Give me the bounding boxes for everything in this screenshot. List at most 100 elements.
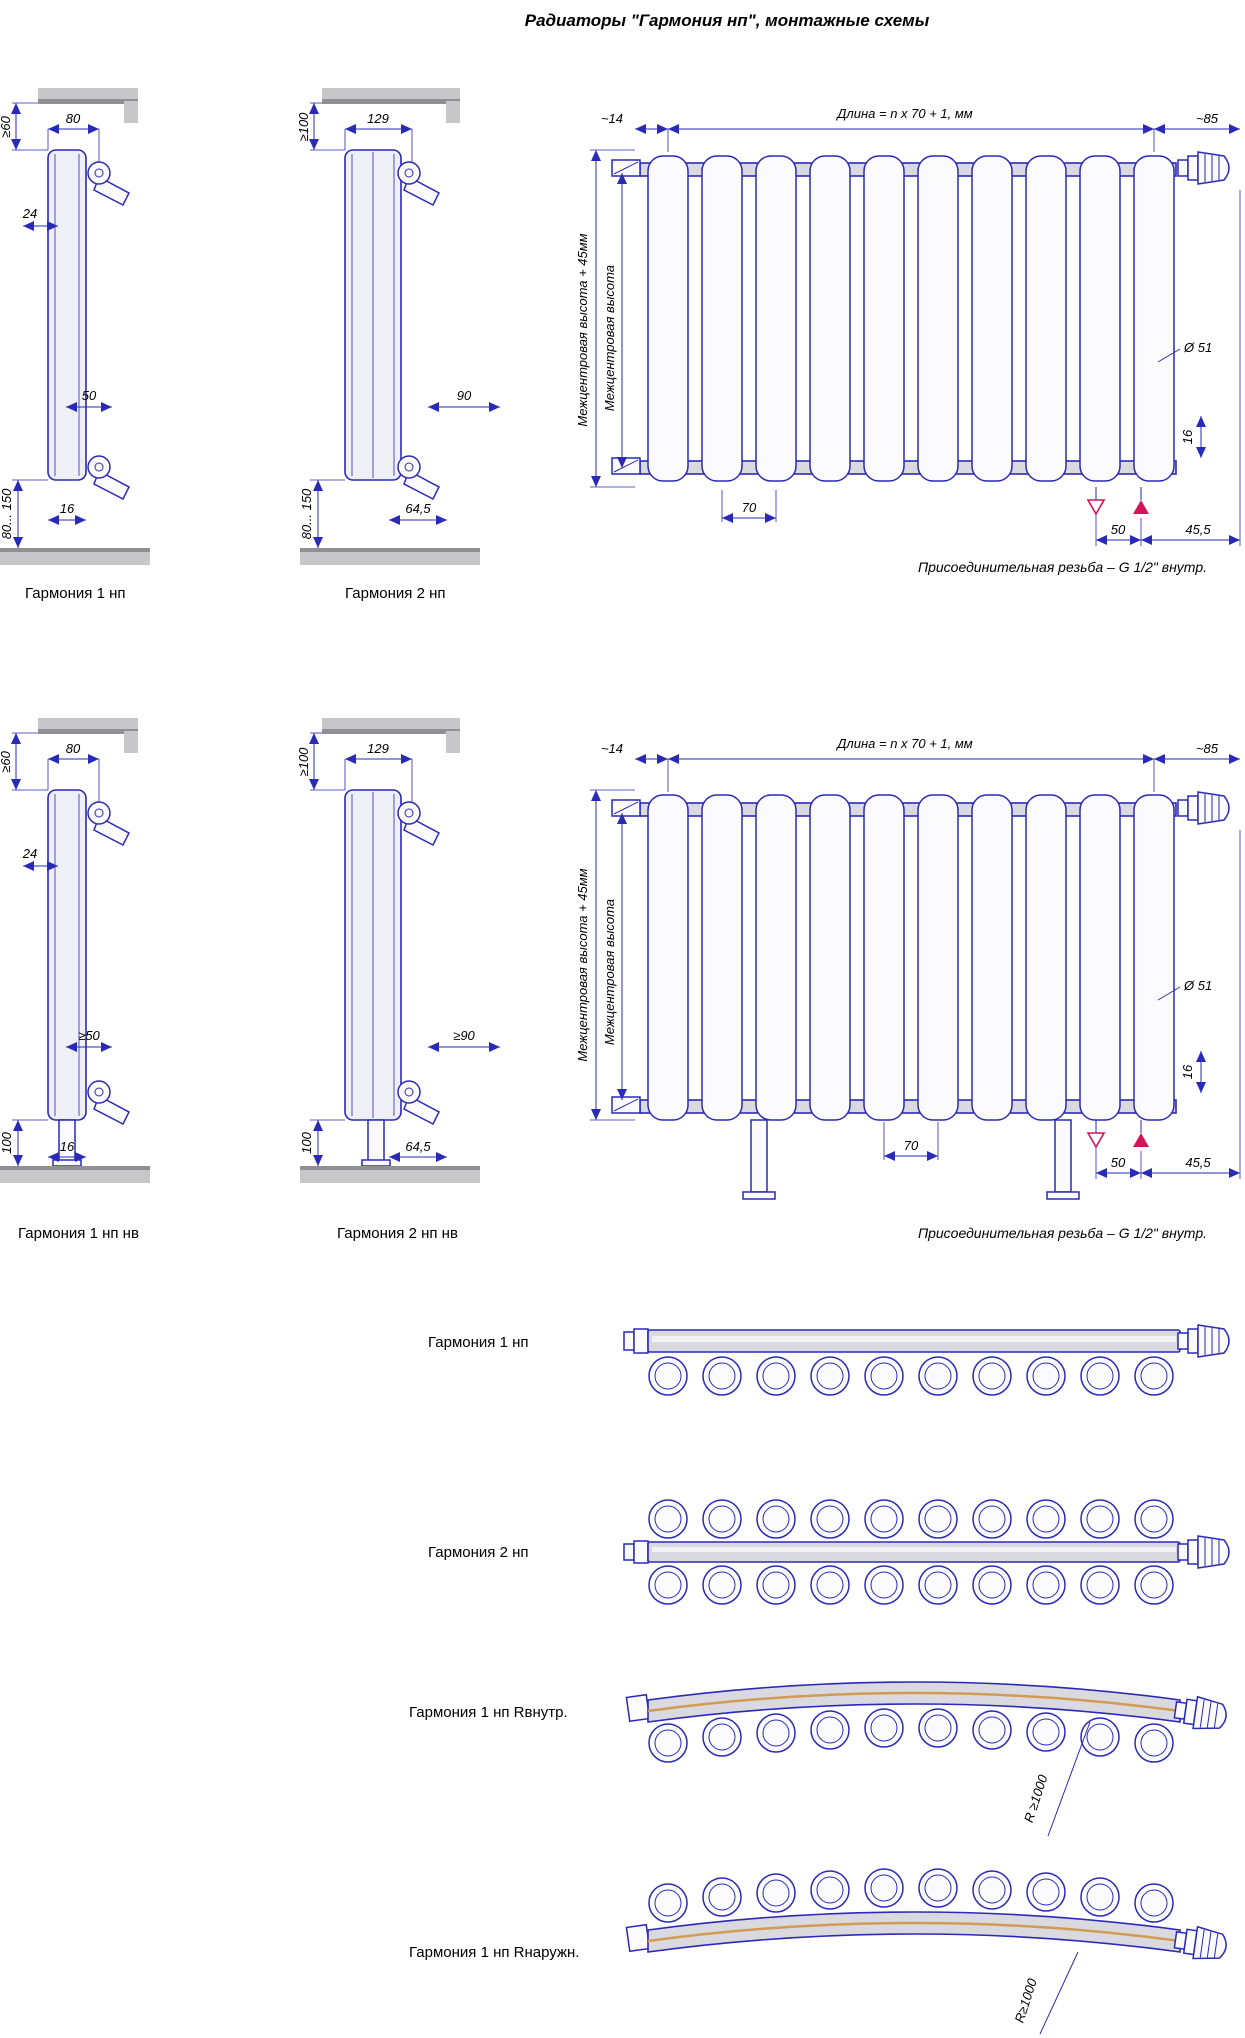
collector-highlight bbox=[647, 1921, 1181, 1943]
thread-note: Присоединительная резьба – G 1/2" внутр. bbox=[918, 559, 1207, 575]
vlabel-center-height: Межцентровая высота bbox=[602, 899, 617, 1045]
dim-radius: R ≥1000 bbox=[1021, 1772, 1051, 1824]
dim-50: 50 bbox=[1111, 1155, 1126, 1170]
radiator-column bbox=[47, 789, 87, 1121]
drain-valve-icon bbox=[1086, 499, 1106, 516]
valve-head bbox=[1177, 1535, 1230, 1569]
dim-tube-width: 16 bbox=[1180, 429, 1195, 444]
wall-bracket-top bbox=[397, 801, 440, 846]
sill bbox=[322, 88, 460, 101]
dim-length-formula: Длина = n x 70 + 1, мм bbox=[835, 106, 973, 121]
dim-clearance: ≥60 bbox=[0, 750, 13, 772]
vlabel-height-plus45: Межцентровая высота + 45мм bbox=[575, 868, 590, 1061]
valve-head bbox=[1172, 1693, 1229, 1734]
dim-depth: ≥90 bbox=[453, 1028, 475, 1043]
top-view-1np-r-outer: Гармония 1 нп Rнаружн. R≥1000 bbox=[409, 1868, 1229, 2035]
dim-offset: 24 bbox=[22, 846, 37, 861]
drain-valve-icon bbox=[1086, 1132, 1106, 1149]
dim-45-5: 45,5 bbox=[1185, 1155, 1211, 1170]
dim-clearance: ≥100 bbox=[296, 747, 311, 777]
sill bbox=[38, 88, 138, 101]
wall-bracket-bottom bbox=[397, 455, 440, 500]
dim-50: 50 bbox=[1111, 522, 1126, 537]
top-view-2np: Гармония 2 нп bbox=[428, 1499, 1230, 1605]
floor bbox=[0, 552, 150, 565]
dim-width: 129 bbox=[367, 741, 389, 756]
air-valve-icon bbox=[1133, 500, 1149, 514]
floor-mount-section: ≥60 80 24 ≥50 16 100 Гармония 1 нп нв bbox=[0, 718, 1241, 1242]
floor bbox=[300, 1170, 480, 1183]
dim-width: 129 bbox=[367, 111, 389, 126]
front-view-floor: ~14 Длина = n x 70 + 1, мм ~85 Ø 51 16 bbox=[575, 736, 1241, 1241]
dim-45-5: 45,5 bbox=[1185, 522, 1211, 537]
top-view-1np: Гармония 1 нп bbox=[428, 1324, 1230, 1396]
sill bbox=[322, 718, 460, 731]
vlabel-center-height: Межцентровая высота bbox=[602, 265, 617, 411]
tubes-row bbox=[647, 155, 1175, 482]
wall-bracket-bottom bbox=[87, 1080, 130, 1125]
dim-height-range: 80... 150 bbox=[0, 488, 14, 539]
dim-depth: ≥50 bbox=[78, 1028, 100, 1043]
dim-offset: 24 bbox=[22, 206, 37, 221]
dim-clearance: ≥60 bbox=[0, 115, 13, 137]
caption-side-view-2np-nv: Гармония 2 нп нв bbox=[337, 1225, 458, 1242]
page-title: Радиаторы "Гармония нп", монтажные схемы bbox=[525, 11, 930, 30]
leg-foot bbox=[361, 1159, 391, 1167]
side-view-1np-nv: ≥60 80 24 ≥50 16 100 Гармония 1 нп нв bbox=[0, 718, 150, 1242]
dim-height-range: 80... 150 bbox=[299, 488, 314, 539]
top-view-1np-r-inner: Гармония 1 нп Rвнутр. R ≥1000 bbox=[409, 1681, 1229, 1837]
leg-foot bbox=[1046, 1191, 1080, 1200]
caption-top-view-r-outer: Гармония 1 нп Rнаружн. bbox=[409, 1944, 579, 1961]
side-view-2np-nv: ≥100 129 ≥90 64,5 100 Гармония 2 нп нв bbox=[296, 718, 500, 1242]
dim-floor-height: 100 bbox=[299, 1131, 314, 1153]
valve-head bbox=[1172, 1923, 1229, 1964]
dim-right-end: ~85 bbox=[1196, 741, 1219, 756]
caption-top-view-1np: Гармония 1 нп bbox=[428, 1334, 529, 1351]
floor bbox=[0, 1170, 150, 1183]
radiator-column bbox=[47, 149, 87, 481]
dim-right-end: ~85 bbox=[1196, 111, 1219, 126]
front-view-wall: ~14 Длина = n x 70 + 1, мм ~85 Ø 51 16 М… bbox=[575, 106, 1241, 575]
dim-left-end: ~14 bbox=[601, 741, 623, 756]
tubes-row bbox=[647, 794, 1175, 1121]
dim-depth: 50 bbox=[82, 388, 97, 403]
curved-collector-tube bbox=[647, 1911, 1181, 1953]
dim-radius: R≥1000 bbox=[1012, 1976, 1041, 2025]
dim-gap: 16 bbox=[60, 501, 75, 516]
tube-circles-row bbox=[648, 1356, 1174, 1396]
dim-pitch: 70 bbox=[742, 500, 757, 515]
caption-side-view-2np: Гармония 2 нп bbox=[345, 585, 446, 602]
thread-note: Присоединительная резьба – G 1/2" внутр. bbox=[918, 1225, 1207, 1241]
dim-floor-height: 100 bbox=[0, 1131, 14, 1153]
dim-depth: 90 bbox=[457, 388, 472, 403]
vlabel-height-plus45: Межцентровая высота + 45мм bbox=[575, 233, 590, 426]
wall-mount-section: ≥60 80 24 50 16 80... 150 Гармония 1 нп bbox=[0, 88, 1241, 602]
valve-head bbox=[1177, 151, 1230, 185]
dim-diameter: Ø 51 bbox=[1183, 340, 1212, 355]
dim-left-end: ~14 bbox=[601, 111, 623, 126]
wall-bracket-bottom bbox=[87, 455, 130, 500]
leg-foot bbox=[742, 1191, 776, 1200]
dim-width: 80 bbox=[66, 741, 81, 756]
valve-head bbox=[1177, 791, 1230, 825]
floor bbox=[300, 552, 480, 565]
valve-head bbox=[1177, 1324, 1230, 1358]
tube-circles-row-bottom bbox=[648, 1565, 1174, 1605]
curved-collector-tube bbox=[647, 1681, 1181, 1723]
tube-circles-row-top bbox=[648, 1499, 1174, 1539]
leg bbox=[750, 1119, 768, 1193]
dim-clearance: ≥100 bbox=[296, 112, 311, 142]
caption-top-view-r-inner: Гармония 1 нп Rвнутр. bbox=[409, 1704, 568, 1721]
sill bbox=[38, 718, 138, 731]
leg bbox=[1054, 1119, 1072, 1193]
caption-top-view-2np: Гармония 2 нп bbox=[428, 1544, 529, 1561]
dim-width: 80 bbox=[66, 111, 81, 126]
top-view-section: Гармония 1 нп Гармония 2 нп bbox=[409, 1324, 1230, 2035]
wall-bracket-top bbox=[87, 161, 130, 206]
dim-tube-width: 16 bbox=[1180, 1064, 1195, 1079]
side-view-1np: ≥60 80 24 50 16 80... 150 Гармония 1 нп bbox=[0, 88, 150, 602]
wall-bracket-top bbox=[397, 161, 440, 206]
dim-diameter: Ø 51 bbox=[1183, 978, 1212, 993]
dim-length-formula: Длина = n x 70 + 1, мм bbox=[835, 736, 973, 751]
